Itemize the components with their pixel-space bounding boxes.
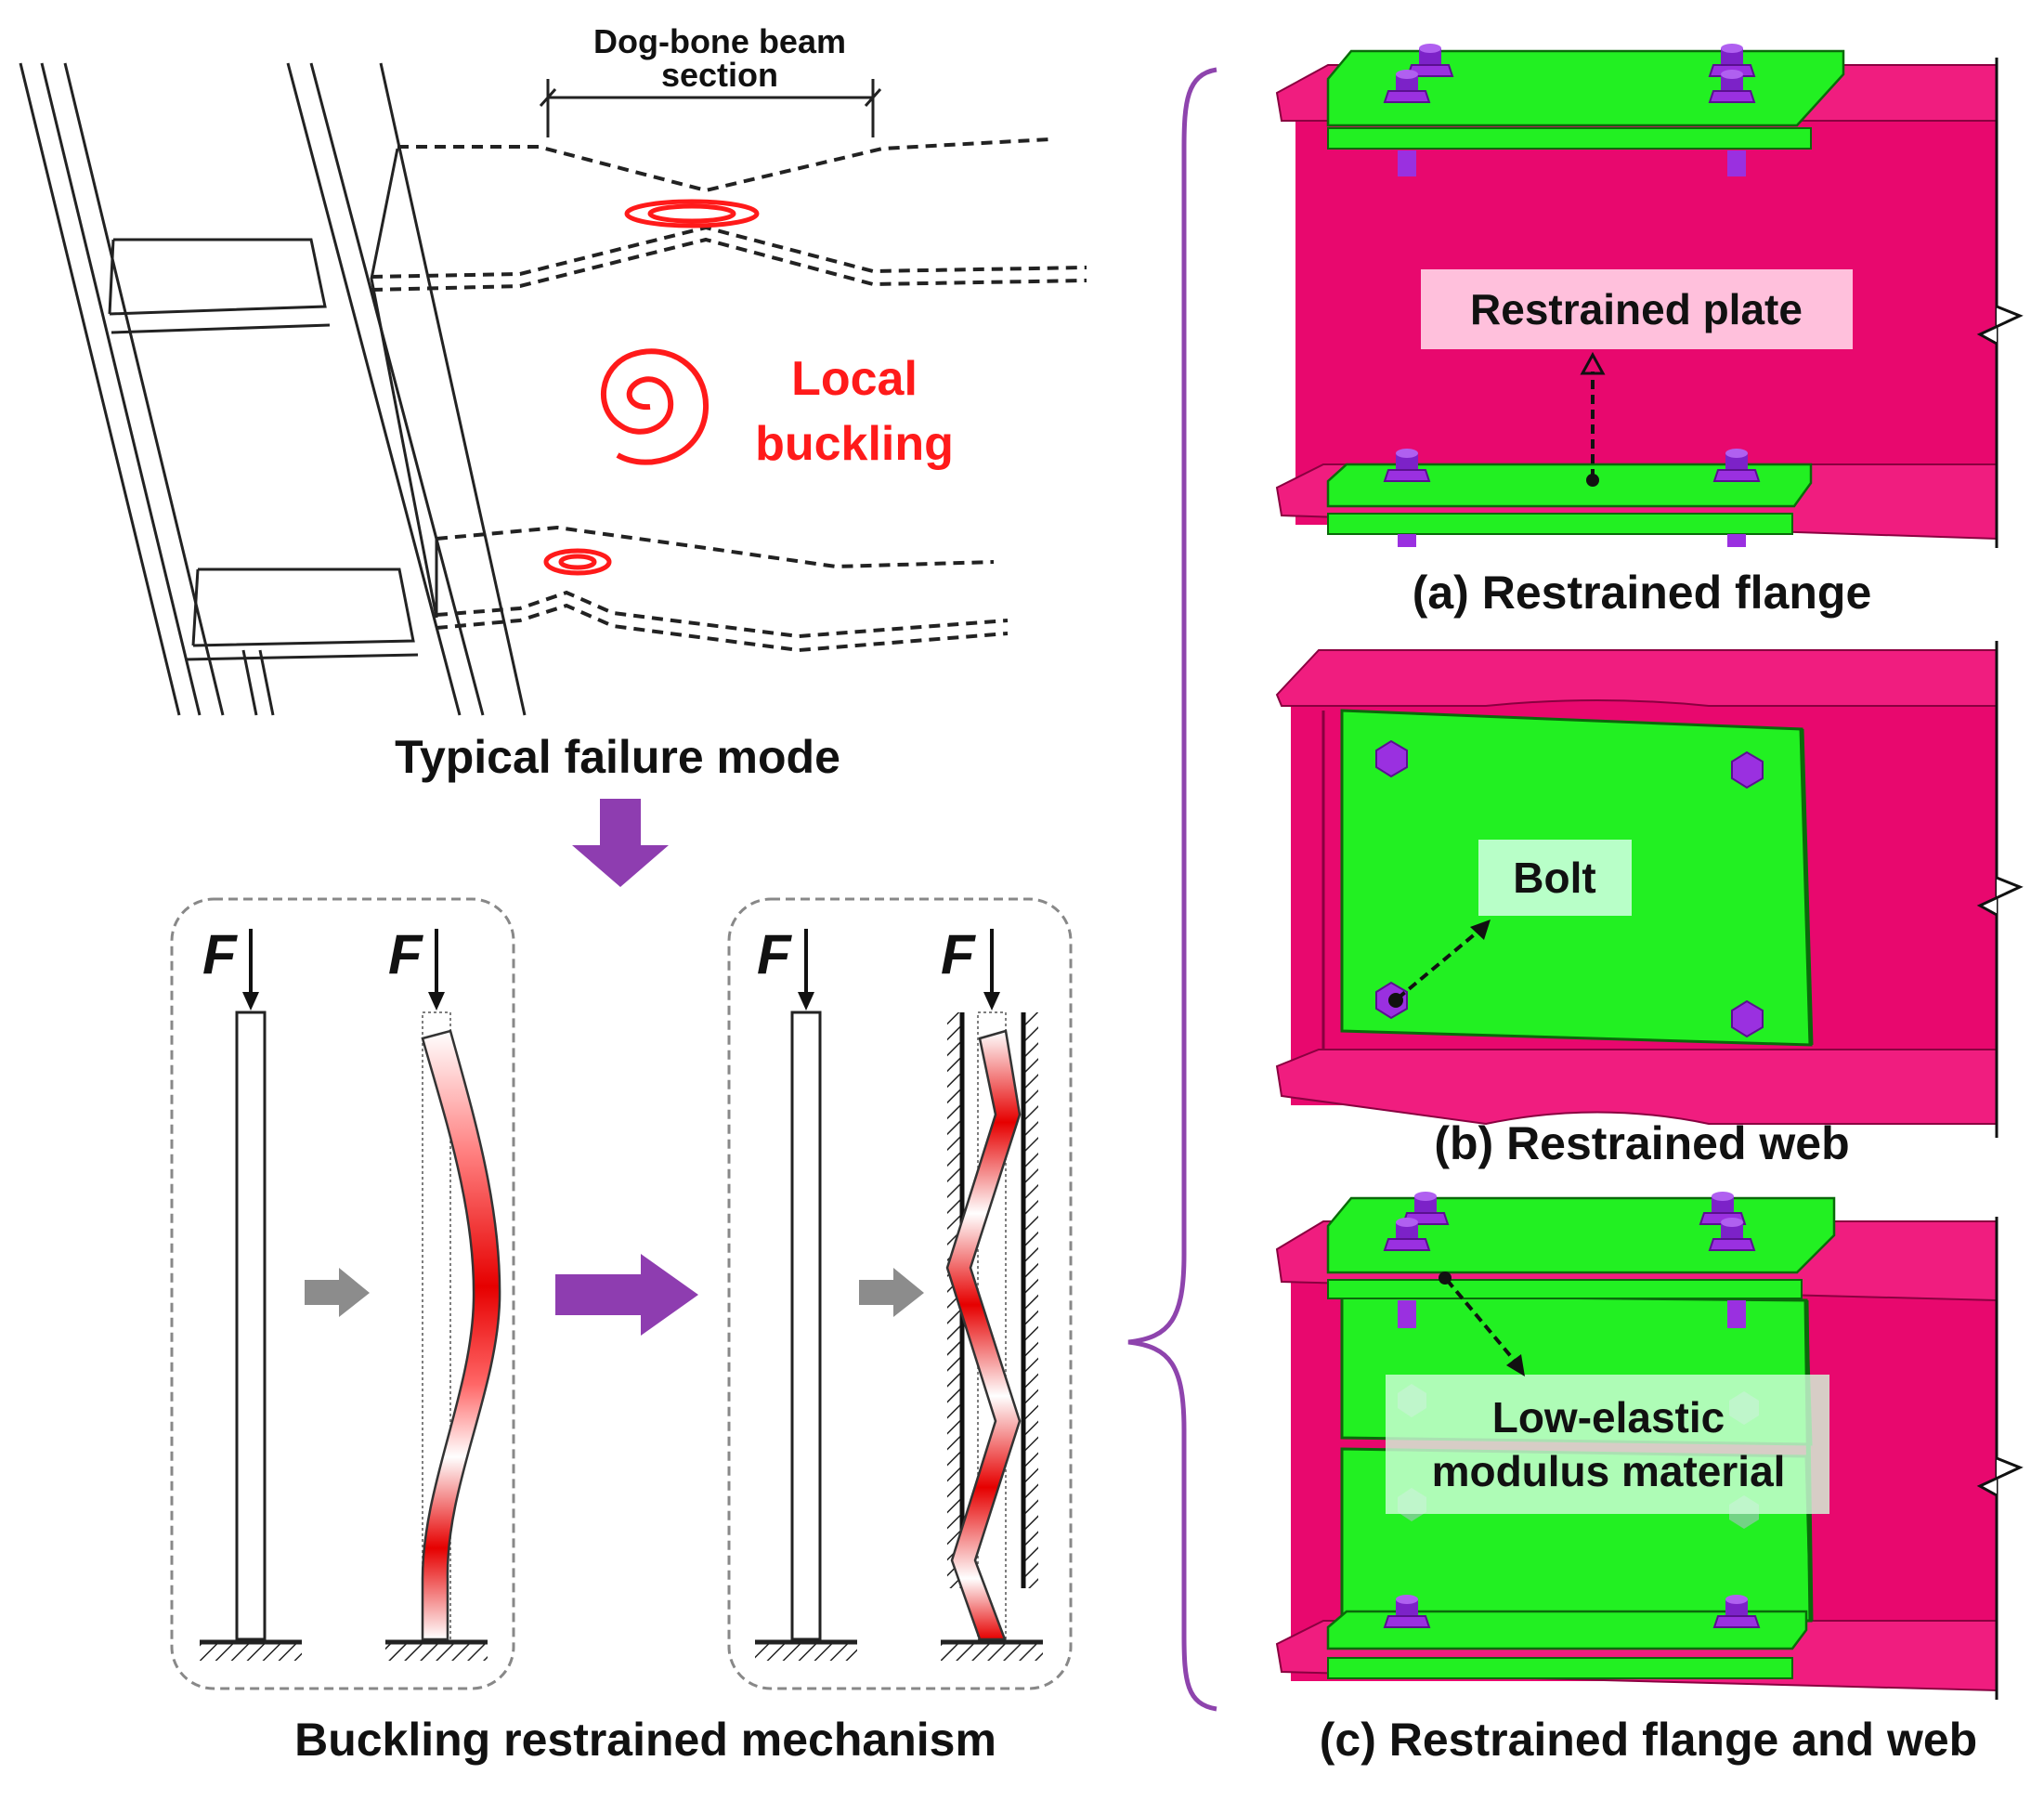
fixed-support-icon: [200, 1639, 302, 1661]
arrow-right-icon: [859, 1268, 924, 1317]
dogbone-label-line2: section: [661, 56, 778, 94]
curly-brace: [1127, 67, 1217, 1712]
force-label: F: [941, 923, 976, 985]
force-label: F: [388, 923, 423, 985]
buckled-column: [421, 1029, 501, 1641]
caption-c: (c) Restrained flange and web: [1320, 1714, 1977, 1766]
dashed-box-right: [727, 897, 1073, 1690]
arrow-down-icon: [572, 799, 669, 887]
local-buckling-label-line2: buckling: [755, 417, 954, 471]
spiral-icon: [600, 348, 710, 465]
bolt-icon: [1731, 999, 1764, 1038]
low-elastic-label-line1: Low-elastic: [1492, 1393, 1725, 1441]
top-flange: [1275, 649, 1998, 707]
failure-mode-caption: Typical failure mode: [395, 731, 840, 783]
fixed-support-icon: [941, 1639, 1043, 1661]
dogbone-label-line1: Dog-bone beam: [593, 22, 846, 60]
break-line-icon: [1976, 836, 2024, 943]
bolt-icon: [1731, 750, 1764, 789]
break-line-icon: [1976, 1416, 2024, 1523]
mechanism-panel-restrained: F F: [727, 897, 1073, 1690]
caption-b: (b) Restrained web: [1434, 1117, 1849, 1169]
break-line-icon: [1976, 269, 2024, 372]
restrained-plate-label: Restrained plate: [1470, 285, 1803, 333]
force-label: F: [202, 923, 238, 985]
fixed-support-icon: [755, 1639, 857, 1661]
buckled-column-restrained: [945, 1029, 1022, 1641]
arrow-right-icon: [305, 1268, 370, 1317]
bolt-label-box: [1478, 840, 1632, 916]
bolt-icon: [1375, 739, 1408, 778]
spiral-icon: [624, 199, 760, 228]
force-label: F: [757, 923, 792, 985]
local-buckling-label-line1: Local: [791, 352, 918, 406]
panel-b-restrained-web: Bolt (b) Restrained web: [1275, 641, 2024, 1169]
dogbone-dimension: [539, 79, 882, 137]
beam-connection: [370, 148, 438, 619]
restrained-plate-bottom: [1326, 1610, 1808, 1650]
straight-column: [235, 1011, 267, 1641]
bolt-label: Bolt: [1513, 854, 1595, 902]
mechanism-caption: Buckling restrained mechanism: [294, 1714, 996, 1766]
mechanism-panel-unrestrained: F F: [170, 897, 515, 1690]
low-elastic-label-box: [1386, 1375, 1829, 1514]
column-outline: [19, 62, 527, 716]
dashed-box-left: [170, 897, 515, 1690]
low-elastic-label-line2: modulus material: [1432, 1447, 1786, 1495]
restrained-plate-label-box: [1421, 269, 1853, 349]
caption-a: (a) Restrained flange: [1413, 567, 1872, 619]
panel-c-restrained-flange-and-web: Low-elastic modulus material (c) Restrai…: [1275, 1191, 2024, 1766]
arrow-right-icon: [555, 1254, 698, 1336]
bottom-flange: [1275, 1049, 1998, 1126]
fixed-support-icon: [385, 1639, 488, 1661]
panel-a-restrained-flange: Restrained plate (a) Restrained flange: [1275, 43, 2024, 619]
failure-mode-sketch: Dog-bone beam section Local buckling Typ…: [19, 22, 1087, 783]
restrained-plate-bottom: [1326, 463, 1813, 508]
straight-column: [790, 1011, 822, 1641]
spiral-icon: [543, 548, 612, 576]
